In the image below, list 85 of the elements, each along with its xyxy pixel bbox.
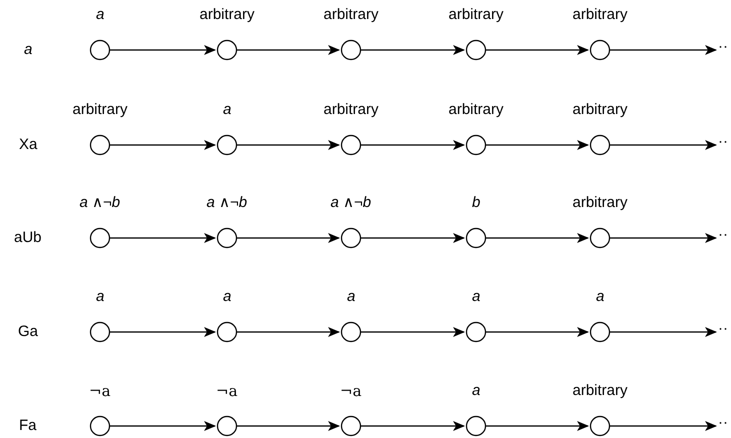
proposition-label: a <box>596 288 604 306</box>
arrow <box>237 421 340 431</box>
proposition-label: arbitrary <box>572 101 628 119</box>
state-circle <box>341 228 361 248</box>
ellipsis: ·· <box>718 133 728 151</box>
formula-label: a <box>24 41 32 59</box>
proposition-label: arbitrary <box>200 6 255 24</box>
formula-label: Fa <box>19 417 37 435</box>
arrow <box>610 233 717 243</box>
state-circle <box>341 135 361 155</box>
state-circle <box>90 135 110 155</box>
proposition-label: a <box>96 288 104 306</box>
arrow <box>110 140 216 150</box>
arrow <box>110 45 216 55</box>
arrow <box>361 421 465 431</box>
arrow <box>110 421 216 431</box>
arrow <box>110 327 216 337</box>
arrow <box>237 233 340 243</box>
arrow <box>361 233 465 243</box>
formula-label: Xa <box>19 136 38 154</box>
proposition-label: arbitrary <box>572 194 628 212</box>
state-circle <box>217 135 237 155</box>
arrow <box>237 45 340 55</box>
state-circle <box>90 416 110 436</box>
arrow <box>610 140 717 150</box>
state-circle <box>466 322 486 342</box>
arrow <box>486 421 589 431</box>
proposition-label: arbitrary <box>448 6 504 24</box>
arrow <box>361 45 465 55</box>
proposition-label: a <box>223 101 232 119</box>
state-circle <box>341 322 361 342</box>
proposition-label: a ∧¬b <box>330 194 372 212</box>
state-circle <box>90 228 110 248</box>
state-circle <box>90 322 110 342</box>
arrow <box>110 233 216 243</box>
proposition-label: a <box>347 288 356 306</box>
state-circle <box>590 228 610 248</box>
proposition-label: ¬a <box>216 382 238 400</box>
ellipsis: ·· <box>718 414 728 432</box>
arrow <box>610 327 717 337</box>
state-circle <box>90 40 110 60</box>
ellipsis: ·· <box>718 320 728 338</box>
ellipsis: ·· <box>718 38 728 56</box>
proposition-label: arbitrary <box>324 101 379 119</box>
formula-label: Ga <box>18 323 38 341</box>
state-circle <box>217 228 237 248</box>
state-circle <box>590 322 610 342</box>
state-circle <box>217 322 237 342</box>
proposition-label: arbitrary <box>572 6 628 24</box>
state-circle <box>341 40 361 60</box>
arrow <box>486 233 589 243</box>
arrow <box>361 140 465 150</box>
state-circle <box>466 135 486 155</box>
proposition-label: a <box>472 382 480 400</box>
arrow <box>486 45 589 55</box>
proposition-label: arbitrary <box>448 101 504 119</box>
arrow <box>237 140 340 150</box>
state-circle <box>217 40 237 60</box>
proposition-label: ¬a <box>89 382 111 400</box>
arrow <box>486 327 589 337</box>
state-circle <box>590 416 610 436</box>
proposition-label: arbitrary <box>72 101 128 119</box>
state-circle <box>466 228 486 248</box>
proposition-label: arbitrary <box>572 382 628 400</box>
state-circle <box>466 40 486 60</box>
arrow <box>610 45 717 55</box>
proposition-label: ¬a <box>340 382 362 400</box>
proposition-label: a ∧¬b <box>80 194 120 212</box>
arrow <box>486 140 589 150</box>
state-circle <box>217 416 237 436</box>
proposition-label: a <box>96 6 104 24</box>
state-circle <box>341 416 361 436</box>
arrow <box>610 421 717 431</box>
state-circle <box>590 40 610 60</box>
proposition-label: b <box>472 194 480 212</box>
proposition-label: a <box>472 288 480 306</box>
proposition-label: a ∧¬b <box>206 194 248 212</box>
state-circle <box>590 135 610 155</box>
proposition-label: a <box>223 288 232 306</box>
proposition-label: arbitrary <box>324 6 379 24</box>
arrow <box>237 327 340 337</box>
state-circle <box>466 416 486 436</box>
formula-label: aUb <box>14 229 42 247</box>
ellipsis: ·· <box>718 226 728 244</box>
arrow <box>361 327 465 337</box>
